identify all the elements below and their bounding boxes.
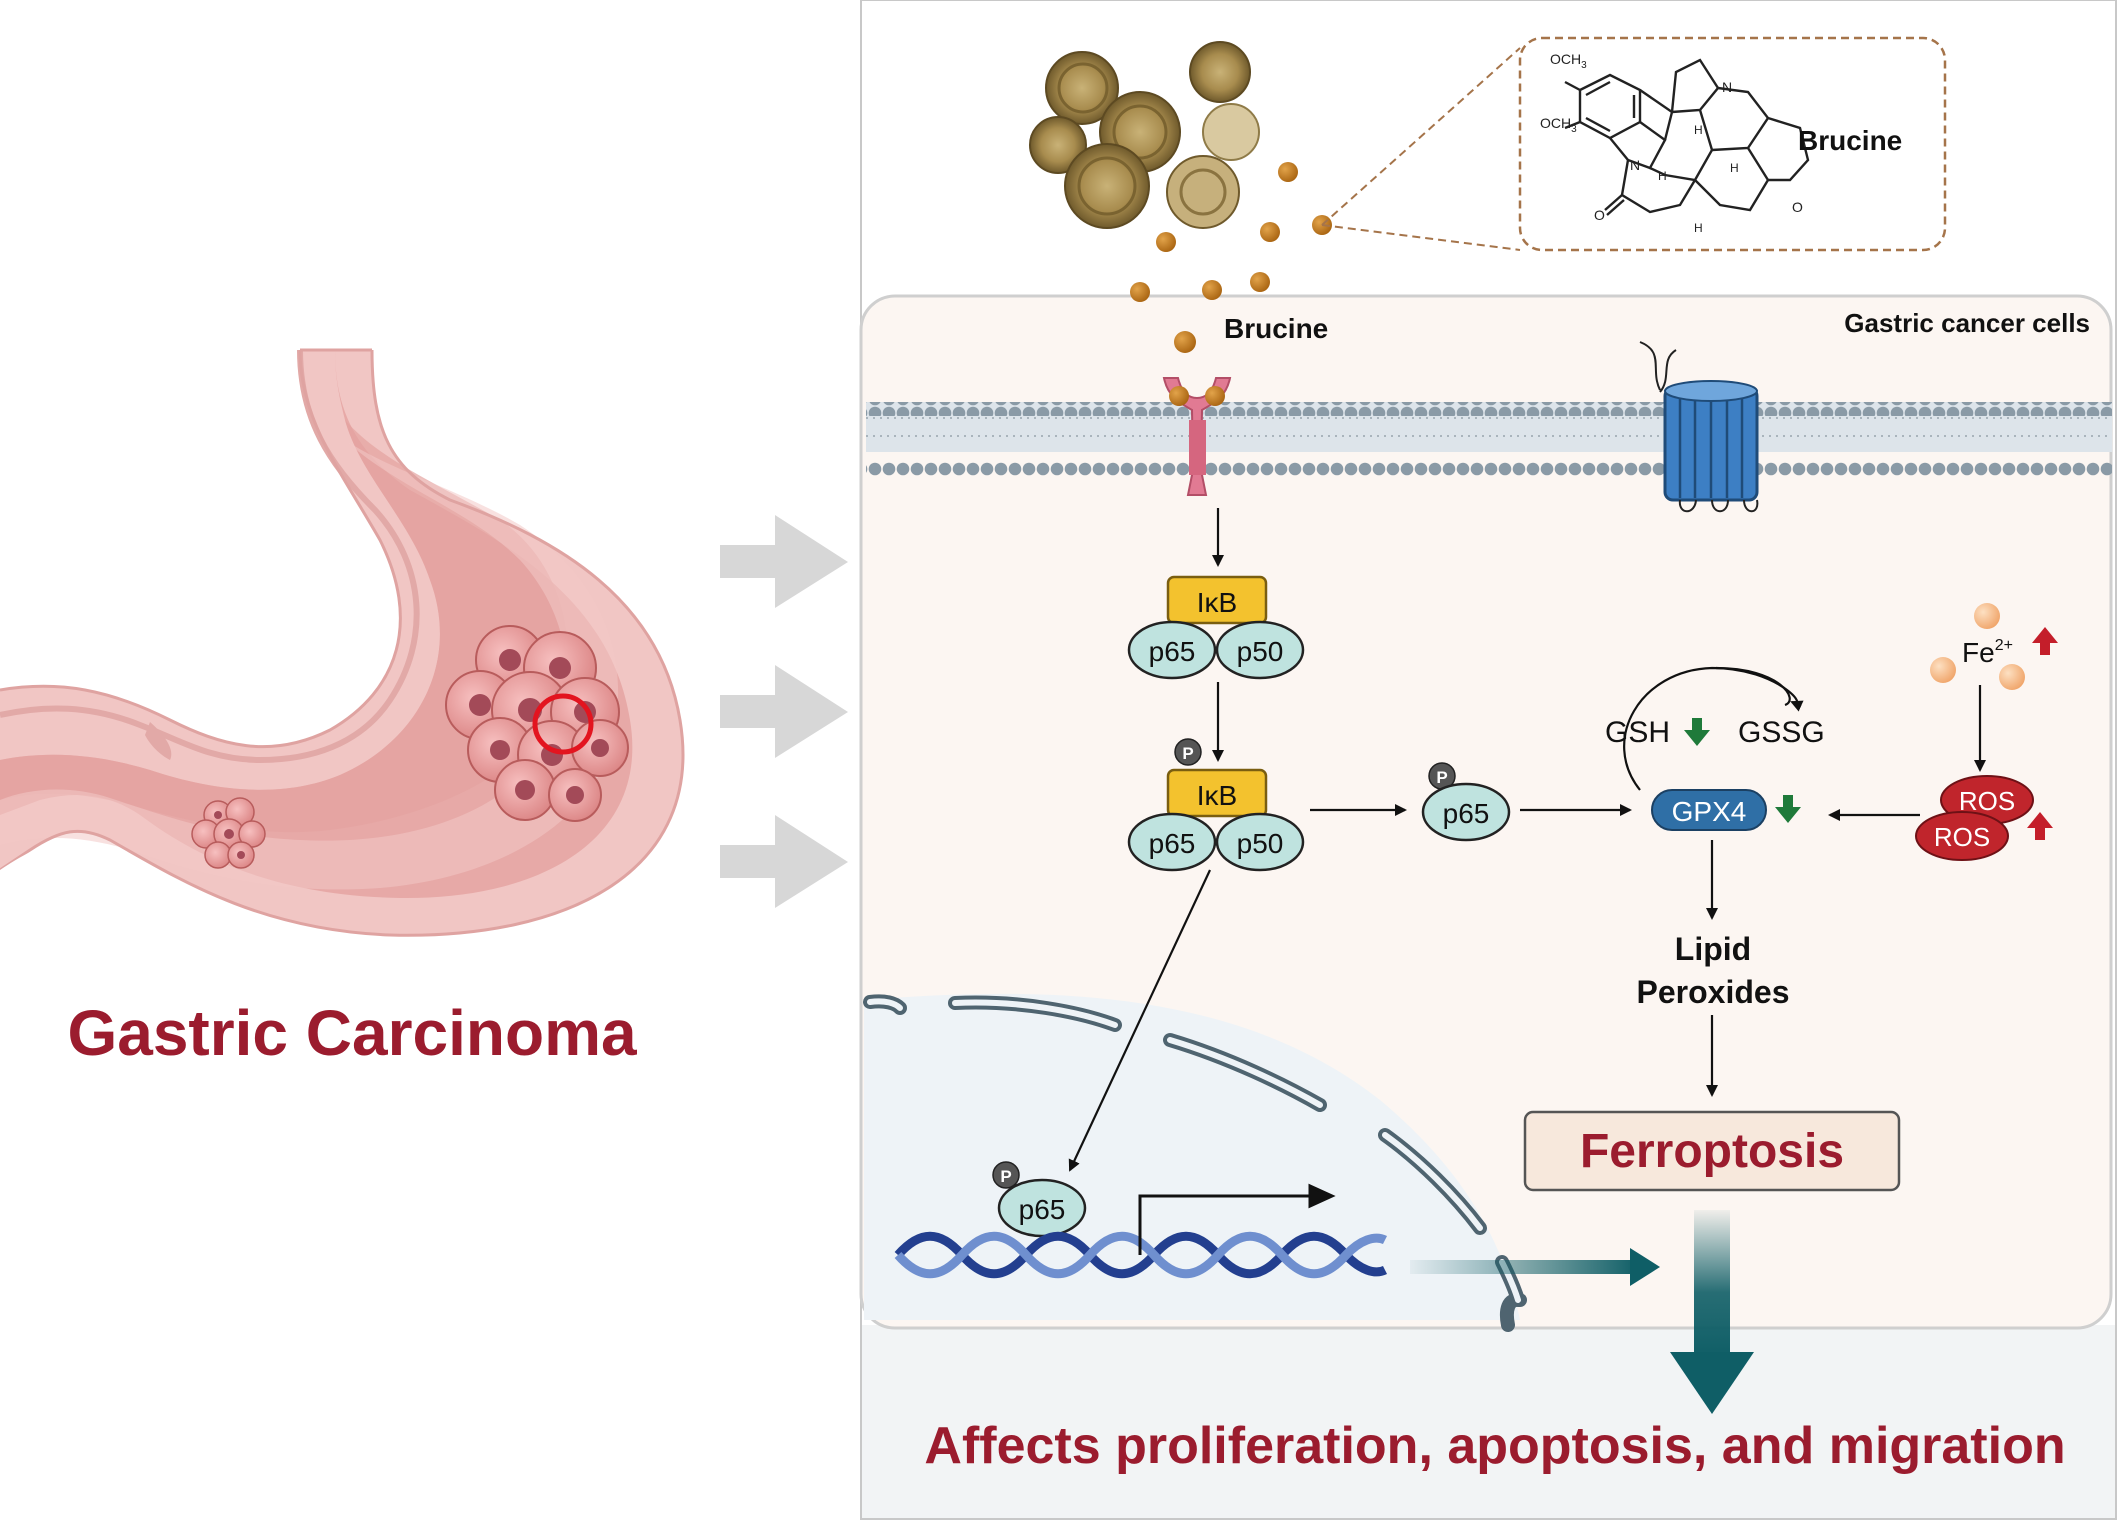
cell-membrane <box>866 402 2112 476</box>
p65-free: P p65 <box>1421 762 1511 842</box>
gsh-cycle: GSH GSSG <box>1605 716 1825 749</box>
structure-name: Brucine <box>1798 125 1902 156</box>
gssg-label: GSSG <box>1738 716 1825 749</box>
teal-arrow-horizontal <box>1410 1248 1660 1286</box>
p65-nuclear: P p65 <box>992 1161 1087 1238</box>
svg-text:OCH3: OCH3 <box>1550 51 1587 71</box>
brucine-structure-atoms: OCH3 OCH3 N N O O H H H H Brucine <box>1540 51 1902 235</box>
atom-n-top: N <box>1722 79 1732 95</box>
peroxides-label: Peroxides <box>1637 974 1790 1010</box>
bottom-band <box>862 1325 2115 1518</box>
gpx4-label: GPX4 <box>1672 796 1747 827</box>
phospho-badge-3: P <box>1000 1167 1011 1186</box>
p65-nuclear-label: p65 <box>1019 1194 1066 1225</box>
p65-label-1: p65 <box>1149 636 1196 667</box>
ros-node: ROS ROS <box>1915 775 2053 861</box>
ikb-label-2: IκB <box>1197 780 1237 811</box>
pathway-arrows <box>1068 508 1986 1172</box>
grey-arrows <box>720 515 848 908</box>
teal-arrow-down <box>1670 1210 1754 1414</box>
p50-label-1: p50 <box>1237 636 1284 667</box>
p50-label-2: p50 <box>1237 828 1284 859</box>
left-title: Gastric Carcinoma <box>67 997 637 1069</box>
tumor-highlight-ring <box>532 693 594 755</box>
svg-text:Fe2+: Fe2+ <box>1962 637 2013 668</box>
lipid-label: Lipid <box>1675 931 1751 967</box>
atom-h-2: H <box>1658 169 1667 183</box>
iron-cluster: Fe2+ <box>1930 603 2058 690</box>
ros-label-1: ROS <box>1959 786 2015 816</box>
ikb-complex-1: IκB p65 p50 <box>1127 575 1305 680</box>
seed-icon <box>1029 41 1260 229</box>
atom-h-1: H <box>1694 123 1703 137</box>
atom-o-ether: O <box>1792 199 1803 215</box>
dna-icon <box>894 1231 1388 1279</box>
bottom-outcome-text: Affects proliferation, apoptosis, and mi… <box>924 1417 2065 1475</box>
cell-label: Gastric cancer cells <box>1844 308 2090 338</box>
ferroptosis-label: Ferroptosis <box>1580 1125 1844 1178</box>
atom-o-keto: O <box>1594 207 1605 223</box>
channel-icon <box>1639 341 1759 513</box>
ikb-label-1: IκB <box>1197 587 1237 618</box>
svg-text:OCH3: OCH3 <box>1540 115 1577 135</box>
brucine-structure <box>1564 58 1810 216</box>
atom-h-3: H <box>1730 161 1739 175</box>
brucine-label: Brucine <box>1224 313 1328 344</box>
transcription-arrow <box>1138 1183 1336 1255</box>
tumor-cluster-icon <box>191 625 629 869</box>
receptor-icon <box>1162 377 1232 496</box>
p65-free-label: p65 <box>1443 798 1490 829</box>
phospho-badge-1: P <box>1182 744 1193 763</box>
gsh-label: GSH <box>1605 716 1670 749</box>
atom-n-ring: N <box>1630 157 1640 173</box>
ros-label-2: ROS <box>1934 822 1990 852</box>
p65-label-2: p65 <box>1149 828 1196 859</box>
gsh-down-arrow <box>1684 718 1710 746</box>
phospho-badge-2: P <box>1436 768 1447 787</box>
ferroptosis-box: Ferroptosis <box>1523 1110 1901 1192</box>
fe-up-arrow <box>2032 627 2058 655</box>
nucleus-icon <box>863 993 1527 1332</box>
ikb-complex-2: IκB P p65 p50 <box>1127 738 1305 872</box>
gpx4-node: GPX4 <box>1651 789 1801 831</box>
atom-h-4: H <box>1694 221 1703 235</box>
gpx4-down-arrow <box>1775 795 1801 823</box>
ros-up-arrow <box>2027 812 2053 840</box>
